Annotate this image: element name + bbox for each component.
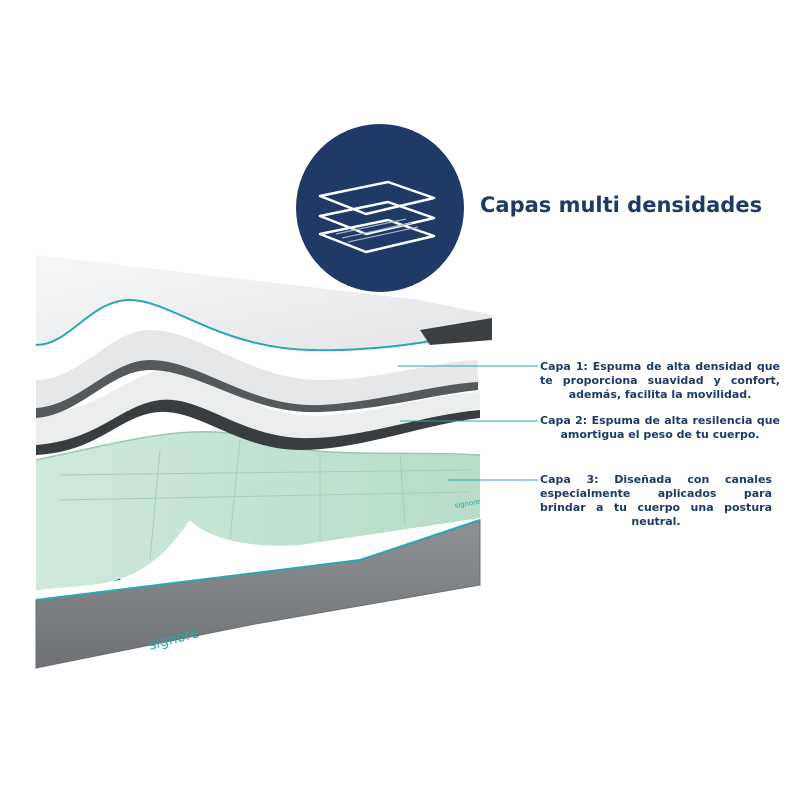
callout-layer-1: Capa 1: Espuma de alta densidad que te p…: [540, 360, 780, 402]
callout-layer-3-text: Diseñada con canales especialmente aplic…: [540, 473, 772, 528]
section-title: Capas multi densidades: [480, 193, 763, 217]
callout-layer-1-label: Capa 1:: [540, 360, 588, 373]
layers-icon: [318, 180, 436, 254]
callout-layer-1-text: Espuma de alta densidad que te proporcio…: [540, 360, 780, 401]
layers-icon-badge: [296, 124, 464, 292]
callout-connectors: [398, 365, 538, 481]
callout-layer-2-text: Espuma de alta resilencia que amortigua …: [560, 414, 780, 441]
top-comfort-layer: [35, 255, 493, 352]
layer-2-foam: [36, 368, 480, 455]
callout-layer-3-label: Capa 3:: [540, 473, 599, 486]
layer-1-foam: [36, 330, 478, 418]
callout-layer-2-label: Capa 2:: [540, 414, 588, 427]
callout-layer-2: Capa 2: Espuma de alta resilencia que am…: [540, 414, 780, 442]
callout-layer-3: Capa 3: Diseñada con canales especialmen…: [540, 473, 772, 529]
